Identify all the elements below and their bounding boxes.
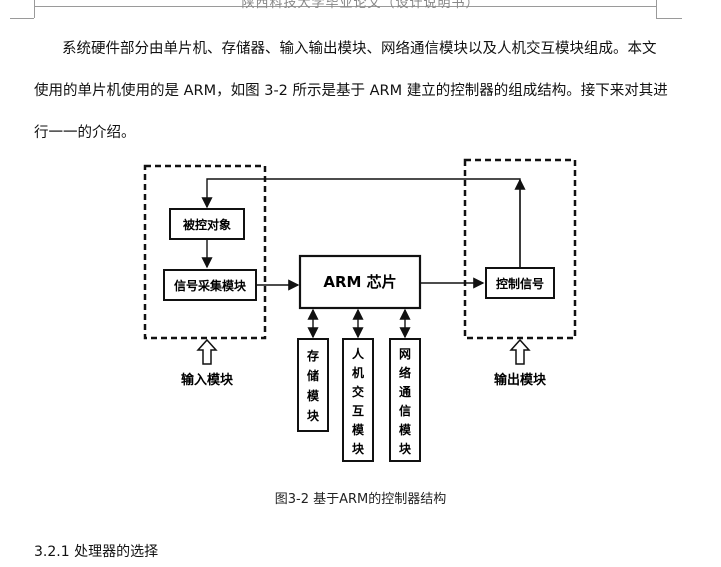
header-rule bbox=[34, 6, 656, 7]
input-hollow-arrow-icon bbox=[196, 338, 218, 365]
figure-caption: 图3-2 基于ARM的控制器结构 bbox=[274, 492, 447, 507]
hmi-module-char-1: 人 bbox=[352, 346, 365, 361]
input-module-label: 输入模块 bbox=[181, 372, 234, 388]
network-module-char-4: 信 bbox=[399, 403, 411, 418]
paragraph-line-1: 系统硬件部分由单片机、存储器、输入输出模块、网络通信模块以及人机交互模块组成。本… bbox=[62, 41, 657, 57]
arm-chip-label: ARM 芯片 bbox=[323, 273, 396, 291]
network-module-char-5: 模 bbox=[399, 422, 412, 437]
hmi-module-box bbox=[342, 338, 374, 462]
output-module-group bbox=[463, 158, 577, 340]
network-module-box bbox=[389, 338, 421, 462]
storage-module-char-2: 储 bbox=[307, 368, 319, 383]
crop-mark-top-right-h bbox=[656, 18, 682, 19]
signal-acquisition-label: 信号采集模块 bbox=[174, 278, 247, 293]
hmi-module-char-5: 模 bbox=[352, 422, 365, 437]
output-hollow-arrow-icon bbox=[509, 338, 531, 365]
hmi-module-char-6: 块 bbox=[352, 441, 365, 456]
hmi-module-char-3: 交 bbox=[352, 384, 364, 399]
input-module-group bbox=[143, 164, 267, 340]
storage-module-char-1: 存 bbox=[306, 348, 319, 363]
control-signal-box bbox=[485, 267, 555, 299]
arm-chip-box bbox=[298, 254, 422, 310]
paragraph-line-2: 使用的单片机使用的是 ARM，如图 3-2 所示是基于 ARM 建立的控制器的组… bbox=[34, 83, 668, 99]
storage-module-char-4: 块 bbox=[307, 408, 320, 423]
network-module-char-1: 网 bbox=[399, 347, 411, 361]
page-area bbox=[10, 0, 682, 567]
crop-mark-top-left-h bbox=[10, 18, 34, 19]
hmi-module-char-4: 互 bbox=[352, 404, 364, 418]
crop-mark-top-right bbox=[656, 0, 657, 18]
feedback-line bbox=[201, 178, 521, 268]
paragraph-line-3: 行一一的介绍。 bbox=[34, 125, 136, 141]
control-signal-label: 控制信号 bbox=[496, 276, 544, 291]
output-module-label: 输出模块 bbox=[494, 372, 547, 388]
network-module-char-6: 块 bbox=[399, 441, 412, 456]
network-module-char-2: 络 bbox=[399, 365, 411, 380]
hmi-module-char-2: 机 bbox=[352, 365, 364, 380]
network-module-char-3: 通 bbox=[399, 384, 411, 399]
page-header: 陕西科技大学毕业论文（设计说明书） bbox=[241, 0, 480, 11]
section-heading: 3.2.1 处理器的选择 bbox=[34, 544, 159, 560]
storage-module-char-3: 模 bbox=[307, 388, 320, 403]
storage-module-box bbox=[297, 338, 329, 432]
controlled-object-label: 被控对象 bbox=[183, 217, 231, 232]
crop-mark-top-left bbox=[34, 0, 35, 18]
